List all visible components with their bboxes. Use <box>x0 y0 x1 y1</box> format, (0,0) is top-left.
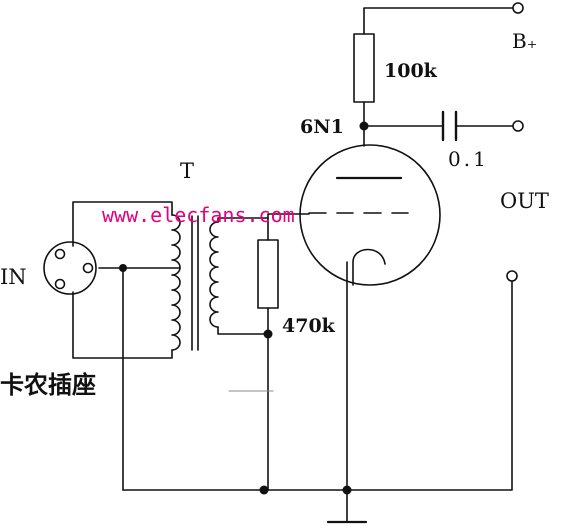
secondary-coil <box>209 221 219 328</box>
junction-plate <box>359 121 369 131</box>
triode-cathode <box>352 248 386 286</box>
transformer-label: T <box>180 159 194 183</box>
plate-resistor-label: 100k <box>384 60 438 82</box>
primary-top-lead <box>72 201 173 247</box>
connector-label: 卡农插座 <box>0 371 96 399</box>
junction-grid-resistor <box>263 329 273 339</box>
xlr-pin-3 <box>54 278 66 290</box>
out-ground-terminal[interactable] <box>506 270 518 282</box>
primary-coil <box>171 214 181 351</box>
xlr-pin-1 <box>54 248 66 260</box>
signal-out-terminal[interactable] <box>512 120 524 132</box>
junction-ground-left <box>259 485 269 495</box>
transformer-core <box>191 215 199 351</box>
capacitor-label: 0.1 <box>448 147 489 171</box>
junction-input <box>119 264 127 272</box>
xlr-pin-2 <box>82 262 94 274</box>
out-label: OUT <box>500 189 549 213</box>
tube-label: 6N1 <box>300 116 344 138</box>
b-plus-label: B₊ <box>512 29 537 53</box>
ground-bus <box>122 281 513 491</box>
plate-resistor <box>353 33 375 103</box>
junction-ground-cathode <box>342 485 352 495</box>
xlr-connector-body <box>43 241 97 295</box>
grid-resistor <box>257 239 279 309</box>
b-plus-terminal[interactable] <box>512 2 524 14</box>
secondary-top-lead <box>217 217 269 241</box>
input-label: IN <box>0 265 27 289</box>
triode-envelope <box>299 144 441 286</box>
secondary-bottom-lead <box>217 326 269 335</box>
grid-lead <box>267 213 310 219</box>
grid-resistor-label: 470k <box>282 315 336 337</box>
b-plus-wire <box>363 7 513 35</box>
watermark-text: www.elecfans.com <box>102 203 295 227</box>
